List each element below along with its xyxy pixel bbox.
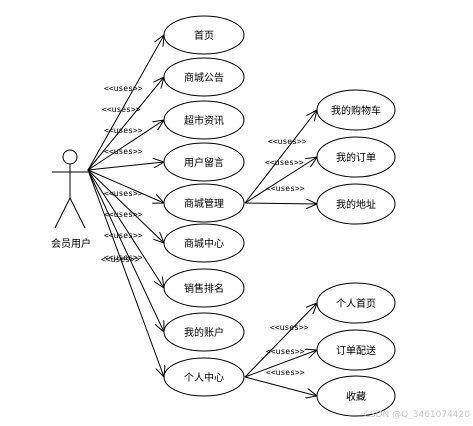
uses-edge-message bbox=[87, 162, 164, 171]
uses-edge-personal bbox=[87, 169, 164, 377]
use-case-ellipse bbox=[316, 89, 396, 131]
uses-label-delivery: <<uses>> bbox=[266, 347, 305, 356]
uses-label-news: <<uses>> bbox=[104, 126, 143, 135]
actor-left-leg bbox=[54, 197, 71, 229]
uses-edge-ranking bbox=[87, 169, 164, 288]
use-case-label: 收藏 bbox=[346, 390, 366, 403]
uses-label-home: <<uses>> bbox=[104, 84, 143, 93]
use-case-account: 我的账户 bbox=[163, 312, 245, 352]
use-case-label: 订单配送 bbox=[336, 344, 376, 357]
uses-edge-manage bbox=[87, 169, 164, 203]
uses-relationships bbox=[87, 35, 317, 396]
use-case-label: 我的地址 bbox=[336, 198, 376, 211]
use-case-label: 我的订单 bbox=[336, 151, 376, 164]
use-case-label: 我的购物车 bbox=[331, 104, 381, 117]
uses-edge-delivery bbox=[244, 350, 317, 378]
use-case-label: 商城中心 bbox=[184, 237, 224, 250]
use-case-delivery: 订单配送 bbox=[316, 329, 396, 371]
uses-edge-news bbox=[87, 120, 164, 171]
uses-edge-address bbox=[244, 203, 317, 204]
use-case-label: 销售排名 bbox=[184, 282, 224, 295]
actor-label: 会员用户 bbox=[51, 237, 91, 250]
uses-edge-center bbox=[87, 169, 164, 243]
use-case-ellipse bbox=[163, 268, 245, 308]
use-case-label: 我的账户 bbox=[184, 326, 224, 339]
use-case-label: 首页 bbox=[194, 29, 214, 42]
actor-right-leg bbox=[69, 197, 86, 229]
use-case-ellipse bbox=[316, 183, 396, 225]
use-case-ellipse bbox=[163, 15, 245, 55]
use-case-ellipse bbox=[163, 312, 245, 352]
uses-label-manage: <<uses>> bbox=[104, 189, 143, 198]
use-case-ellipse bbox=[316, 375, 396, 417]
use-case-address: 我的地址 bbox=[316, 183, 396, 225]
use-case-ellipse bbox=[163, 357, 245, 397]
watermark: CSDN @Q_3461074420 bbox=[364, 410, 471, 420]
uses-label-profile: <<uses>> bbox=[270, 323, 309, 332]
uses-label-personal: <<uses>> bbox=[101, 255, 140, 264]
uses-label-cart: <<uses>> bbox=[268, 137, 307, 146]
use-case-ellipse bbox=[163, 142, 245, 182]
use-case-ellipse bbox=[163, 183, 245, 223]
uses-label-notice: <<uses>> bbox=[102, 105, 141, 114]
use-case-ellipse bbox=[163, 223, 245, 263]
use-case-notice: 商城公告 bbox=[163, 57, 245, 97]
actor-member-user: 会员用户 bbox=[51, 149, 91, 250]
use-case-orders: 我的订单 bbox=[316, 136, 396, 178]
use-case-message: 用户留言 bbox=[163, 142, 245, 182]
uses-edge-orders bbox=[244, 157, 317, 204]
use-case-news: 超市资讯 bbox=[163, 100, 245, 140]
use-case-label: 用户留言 bbox=[184, 156, 224, 169]
uses-edge-home bbox=[87, 35, 164, 171]
use-case-ellipse bbox=[316, 136, 396, 178]
uses-edge-profile bbox=[244, 303, 317, 378]
use-case-label: 超市资讯 bbox=[184, 114, 224, 127]
uses-stereotype-labels: <<uses>> <<uses>> <<uses>> <<uses>> <<uses>>… bbox=[101, 84, 309, 377]
uses-label-address: <<uses>> bbox=[266, 184, 305, 193]
use-case-ellipse bbox=[163, 100, 245, 140]
use-case-label: 商城公告 bbox=[184, 71, 224, 84]
use-case-center: 商城中心 bbox=[163, 223, 245, 263]
uses-edge-account bbox=[87, 169, 164, 332]
use-case-manage: 商城管理 bbox=[163, 183, 245, 223]
use-case-ellipse bbox=[163, 57, 245, 97]
use-case-ranking: 销售排名 bbox=[163, 268, 245, 308]
actor-head bbox=[62, 149, 78, 165]
use-case-ellipse bbox=[316, 329, 396, 371]
uses-edge-favorites bbox=[244, 376, 317, 396]
uses-label-center: <<uses>> bbox=[104, 210, 143, 219]
uses-label-message: <<uses>> bbox=[104, 147, 143, 156]
use-case-label: 个人中心 bbox=[184, 371, 224, 384]
use-case-personal: 个人中心 bbox=[163, 357, 245, 397]
use-case-label: 商城管理 bbox=[184, 197, 224, 210]
uses-edge-notice bbox=[87, 77, 164, 171]
uses-label-account: <<uses>> bbox=[104, 253, 143, 262]
uses-label-orders: <<uses>> bbox=[265, 158, 304, 167]
uses-label-favorites: <<uses>> bbox=[266, 368, 305, 377]
use-case-favorites: 收藏 bbox=[316, 375, 396, 417]
use-case-profile: 个人首页 bbox=[316, 282, 396, 324]
uses-label-ranking: <<uses>> bbox=[104, 231, 143, 240]
uses-edge-cart bbox=[244, 110, 317, 204]
use-case-label: 个人首页 bbox=[336, 297, 376, 310]
use-case-home: 首页 bbox=[163, 15, 245, 55]
use-case-ellipse bbox=[316, 282, 396, 324]
use-case-cart: 我的购物车 bbox=[316, 89, 396, 131]
